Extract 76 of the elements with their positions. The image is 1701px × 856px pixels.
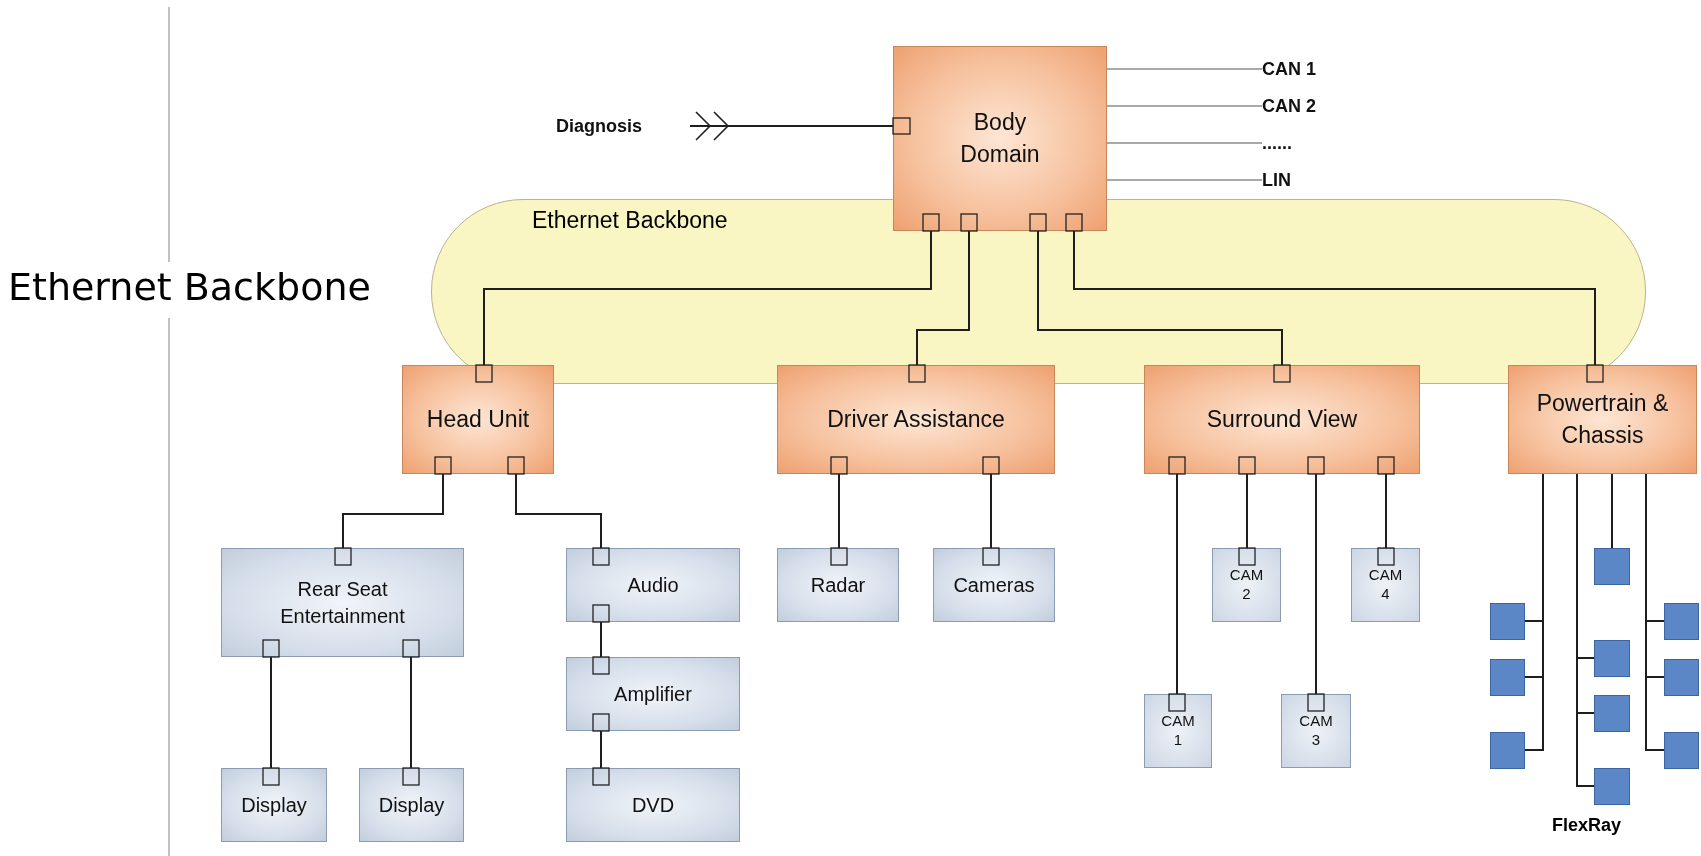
camera-box [1144, 694, 1212, 768]
device-box [933, 548, 1055, 622]
box-label: CAM 1 [1160, 712, 1196, 750]
connector-line [600, 621, 602, 658]
device-box [221, 548, 464, 657]
connector-line [1246, 473, 1248, 549]
camera-box [1281, 694, 1351, 768]
device-box [359, 768, 464, 842]
bus-label: Diagnosis [556, 115, 643, 137]
flexray-node-box [1594, 768, 1630, 805]
device-box [566, 548, 740, 622]
connector-line [1576, 473, 1595, 787]
bus-label: FlexRay [1552, 815, 1622, 836]
connector-line [410, 656, 412, 769]
device-box [777, 548, 899, 622]
connector-line [1645, 473, 1665, 751]
box-label: Body Domain [959, 108, 1041, 169]
device-box [221, 768, 327, 842]
flexray-node-box [1664, 659, 1699, 696]
bus-label: CAN 1 [1262, 58, 1316, 80]
domain-controller-box [1508, 365, 1697, 474]
slide-heading: Ethernet Backbone [8, 265, 371, 309]
box-label: Powertrain & Chassis [1535, 389, 1670, 450]
box-label: Audio [627, 572, 679, 598]
connector-line [1106, 68, 1263, 70]
connector-line [515, 473, 602, 549]
flexray-node-box [1594, 548, 1630, 585]
box-label: DVD [631, 792, 675, 818]
flexray-node-box [1664, 603, 1699, 640]
connector-line [342, 473, 444, 549]
box-label: Rear Seat Entertainment [279, 576, 406, 629]
connector-line [1106, 105, 1263, 107]
box-label: CAM 2 [1228, 566, 1265, 604]
flexray-node-box [1490, 659, 1525, 696]
device-box [566, 768, 740, 842]
box-label: Cameras [953, 572, 1035, 598]
camera-box [1212, 548, 1281, 622]
domain-controller-box [777, 365, 1055, 474]
connector-line [270, 656, 272, 769]
connector-line [1315, 473, 1317, 695]
flexray-node-box [1490, 732, 1525, 769]
flexray-node-box [1594, 640, 1630, 677]
device-box [566, 657, 740, 731]
connector-line [916, 230, 970, 366]
box-label: Amplifier [614, 681, 692, 707]
connector-line [1176, 473, 1178, 695]
connector-line [1073, 230, 1596, 366]
connector-line [1037, 230, 1283, 366]
connector-line [1611, 473, 1613, 549]
camera-box [1351, 548, 1420, 622]
connector-line [483, 230, 932, 366]
connector-line [1106, 142, 1263, 144]
box-label: Driver Assistance [826, 404, 1006, 434]
bus-label: LIN [1262, 169, 1291, 191]
bus-label: ...... [1262, 132, 1292, 154]
flexray-node-box [1664, 732, 1699, 769]
flexray-node-box [1594, 695, 1630, 732]
connector-line [1106, 179, 1263, 181]
box-label: Head Unit [425, 404, 531, 434]
box-label: CAM 4 [1367, 566, 1404, 604]
domain-controller-box [402, 365, 554, 474]
box-label: CAM 3 [1298, 712, 1334, 750]
box-label: Display [378, 792, 445, 818]
domain-controller-box [893, 46, 1107, 231]
connector-line [1524, 473, 1544, 751]
flexray-node-box [1490, 603, 1525, 640]
box-label: Surround View [1205, 404, 1359, 434]
band-label: Ethernet Backbone [532, 207, 728, 234]
box-label: Display [241, 792, 307, 818]
connector-line [1385, 473, 1387, 549]
domain-controller-box [1144, 365, 1420, 474]
connector-line [600, 730, 602, 769]
box-label: Radar [810, 572, 866, 598]
connector-line [990, 473, 992, 549]
bus-label: CAN 2 [1262, 95, 1316, 117]
connector-line [838, 473, 840, 549]
